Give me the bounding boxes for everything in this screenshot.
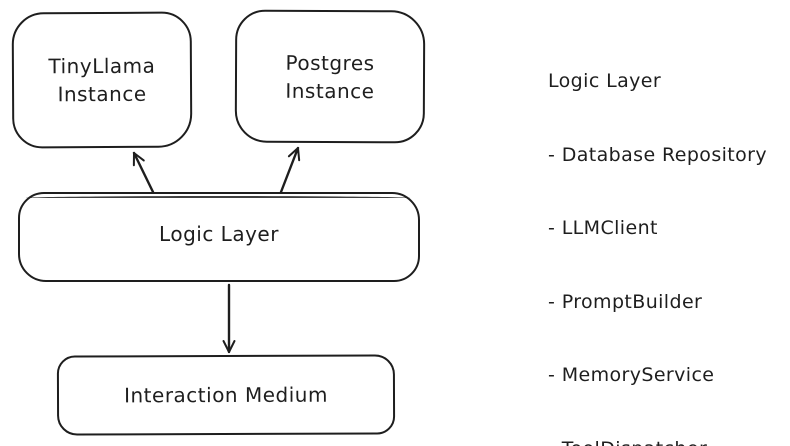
annotation-item: - PromptBuilder: [548, 290, 703, 313]
node-label-line: Postgres: [285, 50, 375, 75]
node-label-line: Instance: [285, 78, 375, 103]
node-interaction-medium: Interaction Medium: [56, 354, 396, 436]
node-label-line: Interaction Medium: [124, 382, 328, 408]
arrow-logic-to-tinyllama: [132, 151, 155, 194]
annotation-title: Logic Layer: [548, 70, 662, 92]
annotation-item: - ToolDispatcher: [548, 437, 767, 446]
node-label-line: Instance: [57, 81, 147, 107]
node-logic-layer: Logic Layer: [18, 192, 420, 282]
node-tinyllama-instance: TinyLlama Instance: [11, 11, 193, 149]
annotation-item: - MemoryService: [548, 364, 715, 386]
arrow-logic-to-postgres: [279, 146, 301, 194]
node-postgres-instance: Postgres Instance: [234, 9, 426, 144]
node-label-line: Logic Layer: [159, 222, 279, 246]
node-label-line: TinyLlama: [48, 53, 156, 79]
annotation-item: - LLMClient: [548, 217, 658, 239]
annotation-item: - Database Repository: [548, 143, 768, 166]
annotation-block: Logic Layer - Database Repository - LLMC…: [548, 20, 767, 446]
